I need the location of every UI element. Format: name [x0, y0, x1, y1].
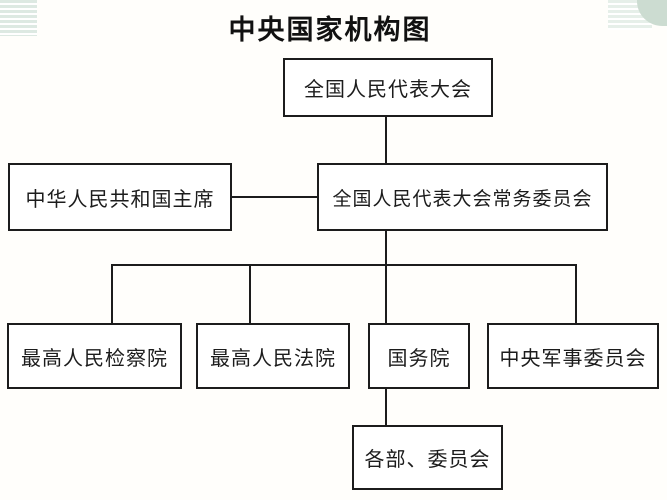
- decor-stripes-top-left: [0, 0, 37, 36]
- node-president: 中华人民共和国主席: [8, 163, 232, 231]
- node-ministries: 各部、委员会: [352, 425, 503, 490]
- node-npcsc: 全国人民代表大会常务委员会: [317, 163, 608, 231]
- node-state-council: 国务院: [368, 323, 470, 389]
- node-court: 最高人民法院: [196, 323, 350, 389]
- node-npc: 全国人民代表大会: [283, 58, 493, 117]
- node-procuratorate: 最高人民检察院: [7, 323, 182, 389]
- diagram-title: 中央国家机构图: [228, 15, 432, 46]
- node-cmc: 中央军事委员会: [487, 323, 659, 389]
